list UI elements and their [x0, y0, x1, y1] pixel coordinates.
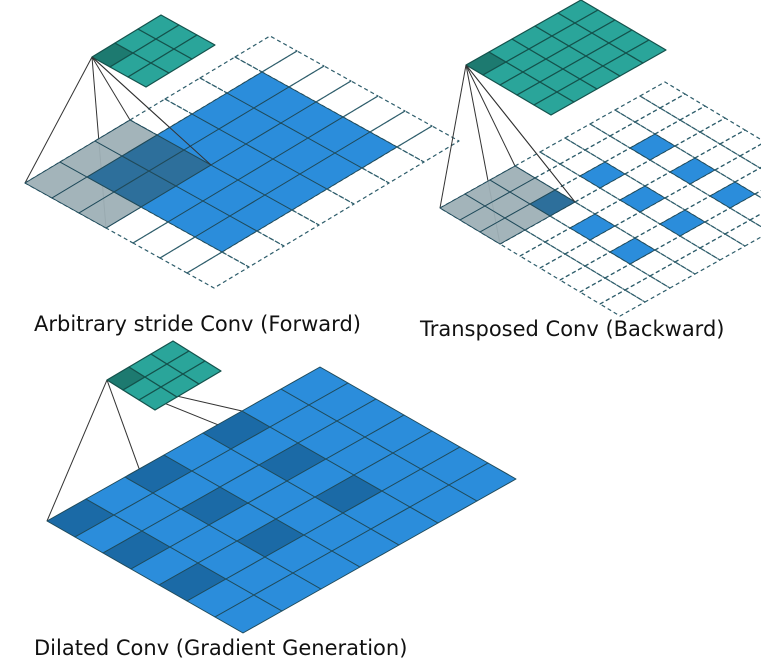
output-cell — [625, 39, 667, 64]
dilated-conv-diagram — [46, 340, 517, 634]
projection-line-front — [91, 56, 212, 166]
forward-conv-diagram — [24, 14, 460, 289]
output-cell — [173, 34, 216, 60]
projection-line — [24, 56, 93, 184]
input-cell — [629, 133, 676, 161]
projection-line — [46, 379, 108, 522]
input-cell — [448, 462, 517, 502]
transposed-conv-caption: Transposed Conv (Backward) — [420, 317, 725, 341]
dilated-conv-caption: Dilated Conv (Gradient Generation) — [34, 636, 408, 660]
input-cell — [669, 157, 716, 185]
padding-cell — [234, 35, 298, 73]
transposed-conv-diagram — [439, 0, 761, 317]
input-cell — [579, 161, 626, 189]
padding-cell — [396, 125, 460, 163]
input-cell — [709, 181, 756, 209]
input-cell — [334, 131, 398, 169]
forward-conv-caption: Arbitrary stride Conv (Forward) — [34, 312, 361, 336]
input-cell — [569, 213, 616, 241]
projection-line — [465, 64, 516, 167]
input-cell — [619, 185, 666, 213]
input-cell — [609, 237, 656, 265]
input-cell — [659, 209, 706, 237]
output-cell — [182, 360, 222, 385]
projection-line-front — [465, 64, 576, 203]
projection-line — [91, 56, 131, 121]
projection-line — [439, 64, 467, 209]
